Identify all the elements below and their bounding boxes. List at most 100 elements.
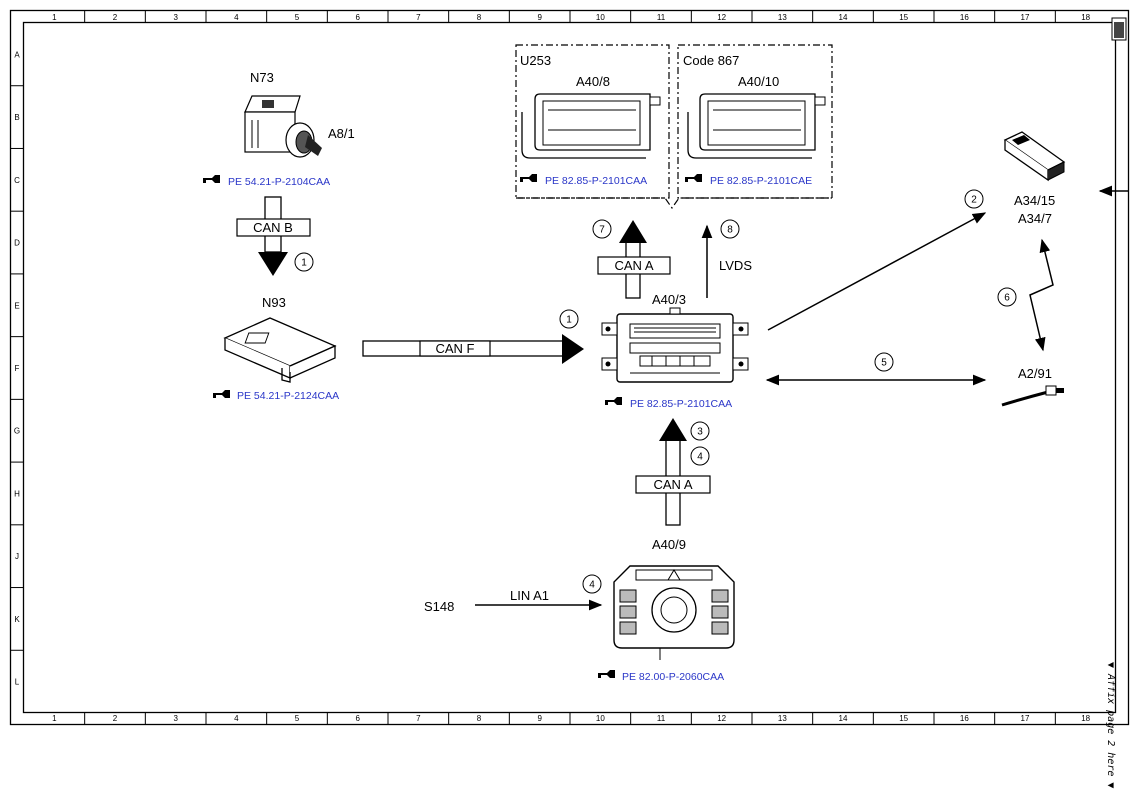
a34-15-sensor-image: [1003, 131, 1066, 182]
ref-text-a40-10[interactable]: PE 82.85-P-2101CAE: [710, 175, 812, 187]
component-label-s148: S148: [424, 599, 454, 614]
ref-link-a40-8[interactable]: PE 82.85-P-2101CAA: [520, 174, 647, 187]
component-label-a40-3: A40/3: [652, 292, 686, 307]
ruler-col-label: 6: [355, 13, 360, 22]
ruler-col-label: 15: [899, 13, 908, 22]
ref-link-a40-10[interactable]: PE 82.85-P-2101CAE: [685, 174, 812, 187]
group-label-u253: U253: [520, 53, 551, 68]
svg-text:6: 6: [1004, 293, 1010, 304]
ruler-col-label: 1: [52, 714, 57, 723]
ruler-row-label: F: [15, 364, 20, 373]
ruler-row-label: G: [14, 427, 20, 436]
ruler-col-label: 3: [173, 13, 178, 22]
wireless-link-a34-a2-91: [1029, 238, 1054, 352]
bus-label-can-a-bottom: CAN A: [653, 477, 692, 492]
svg-text:8: 8: [727, 225, 733, 236]
ruler-col-label: 7: [416, 714, 421, 723]
can-f-arrow: CAN F: [362, 334, 584, 364]
ruler-col-label: 12: [717, 13, 726, 22]
marker-5: 5: [874, 352, 894, 372]
component-label-a40-8: A40/8: [576, 74, 610, 89]
ruler-col-label: 9: [537, 714, 542, 723]
svg-text:5: 5: [881, 358, 887, 369]
a40-9-panel-image: [613, 565, 735, 660]
group-label-code867: Code 867: [683, 53, 739, 68]
ruler-col-label: 5: [295, 714, 300, 723]
ruler-row-label: D: [14, 239, 20, 248]
svg-text:2: 2: [971, 195, 977, 206]
ruler-col-label: 17: [1021, 714, 1030, 723]
bus-label-lvds: LVDS: [719, 258, 752, 273]
ruler-row-label: A: [14, 50, 20, 59]
component-label-a2-91: A2/91: [1018, 366, 1052, 381]
display-a40-8-image: [521, 93, 661, 159]
ruler-row-label: L: [15, 678, 20, 687]
group-bracket: [516, 197, 832, 210]
group-box-u253: U253: [515, 44, 670, 199]
can-a-bottom-arrow: CAN A: [635, 418, 711, 526]
ruler-col-label: 17: [1021, 13, 1030, 22]
ruler-col-label: 10: [596, 13, 605, 22]
ref-link-n73[interactable]: PE 54.21-P-2104CAA: [203, 175, 330, 188]
ruler-col-label: 10: [596, 714, 605, 723]
n93-module-image: [223, 317, 337, 383]
marker-6: 6: [997, 287, 1017, 307]
marker-1-can-b: 1: [294, 252, 314, 272]
document-corner-icon: [1111, 17, 1127, 41]
ruler-row-label: J: [15, 552, 19, 561]
ruler-col-label: 9: [537, 13, 542, 22]
ref-text-n73[interactable]: PE 54.21-P-2104CAA: [228, 176, 330, 188]
ruler-col-label: 8: [477, 714, 482, 723]
svg-text:3: 3: [697, 427, 703, 438]
marker-4-can-a: 4: [690, 446, 710, 466]
can-b-arrow: CAN B: [236, 196, 311, 276]
ref-text-a40-3[interactable]: PE 82.85-P-2101CAA: [630, 398, 732, 410]
ref-text-a40-9[interactable]: PE 82.00-P-2060CAA: [622, 671, 724, 683]
ruler-col-label: 14: [839, 13, 848, 22]
ruler-col-label: 14: [839, 714, 848, 723]
ruler-col-label: 11: [657, 714, 666, 723]
ref-link-a40-9[interactable]: PE 82.00-P-2060CAA: [598, 670, 724, 683]
ref-text-a40-8[interactable]: PE 82.85-P-2101CAA: [545, 175, 647, 187]
marker-4-lin: 4: [582, 574, 602, 594]
ruler-col-label: 18: [1081, 13, 1090, 22]
link-a40-3-to-a34: [767, 212, 987, 331]
ruler-row-label: B: [14, 113, 19, 122]
ruler-col-label: 2: [113, 13, 118, 22]
svg-text:1: 1: [566, 315, 572, 326]
bus-label-can-a-top: CAN A: [614, 258, 653, 273]
bus-label-lin-a1: LIN A1: [510, 588, 549, 603]
svg-text:1: 1: [301, 258, 307, 269]
component-label-a40-10: A40/10: [738, 74, 779, 89]
a40-3-unit-image: [601, 307, 749, 383]
ruler-col-label: 8: [477, 13, 482, 22]
ref-text-n93[interactable]: PE 54.21-P-2124CAA: [237, 390, 339, 402]
marker-2: 2: [964, 189, 984, 209]
ruler-row-label: C: [14, 176, 20, 185]
component-label-n73: N73: [250, 70, 274, 85]
ref-link-a40-3[interactable]: PE 82.85-P-2101CAA: [605, 397, 732, 410]
ruler-col-label: 6: [355, 714, 360, 723]
svg-text:4: 4: [589, 580, 595, 591]
ruler-row-label: E: [14, 301, 19, 310]
ruler-col-label: 2: [113, 714, 118, 723]
ref-link-n93[interactable]: PE 54.21-P-2124CAA: [213, 390, 339, 402]
ruler-col-label: 16: [960, 13, 969, 22]
bus-label-can-b: CAN B: [253, 220, 293, 235]
affix-page-note: ▼ Affix page 2 here ▼: [1105, 662, 1116, 788]
ruler-col-label: 7: [416, 13, 421, 22]
marker-8: 8: [720, 219, 740, 239]
ruler-col-label: 4: [234, 13, 239, 22]
component-label-a34-7: A34/7: [1018, 211, 1052, 226]
ruler-col-label: 3: [173, 714, 178, 723]
ruler-row-label: H: [14, 489, 20, 498]
marker-7: 7: [592, 219, 612, 239]
marker-3: 3: [690, 421, 710, 441]
ruler-col-label: 11: [657, 13, 666, 22]
component-label-a40-9: A40/9: [652, 537, 686, 552]
a2-91-antenna-image: [1001, 385, 1064, 407]
ruler-col-label: 13: [778, 13, 787, 22]
